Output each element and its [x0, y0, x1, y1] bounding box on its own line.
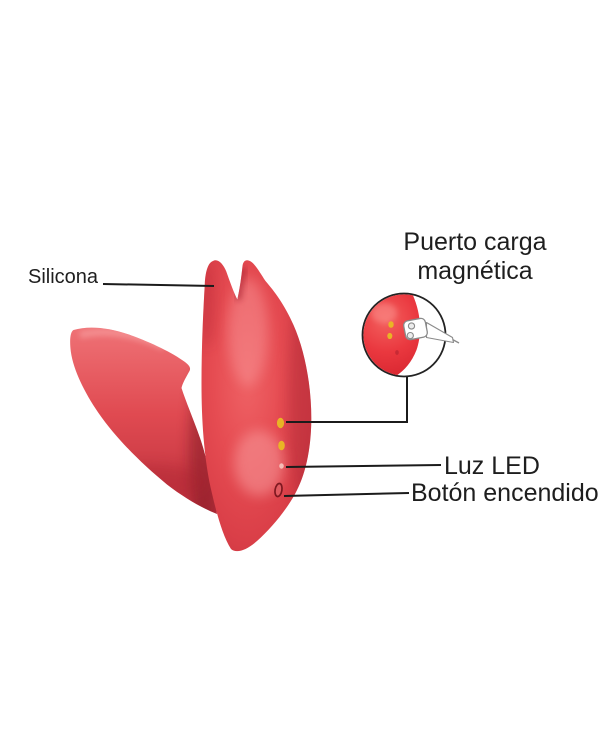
led-light-dot — [279, 463, 284, 469]
label-magnetic-charging-port-line1: Puerto carga — [403, 228, 547, 256]
charging-contacts — [276, 417, 285, 451]
label-magnetic-charging-port-line2: magnética — [417, 257, 533, 285]
silicona-leader-line — [102, 283, 215, 287]
charger-pin-bottom — [406, 331, 414, 340]
charger-plug-head — [403, 317, 428, 341]
magnetic-charger-icon — [403, 317, 460, 344]
label-magnetic-charging-port: Puerto carga magnética — [350, 228, 600, 286]
charger-pin-top — [407, 322, 416, 330]
led-leader-line — [285, 464, 442, 468]
label-silicone: Silicona — [28, 266, 99, 288]
inset-charging-contacts — [387, 321, 394, 340]
device-main-body — [201, 260, 312, 552]
charging-port-inset — [361, 292, 460, 378]
charger-cable-tip — [452, 338, 460, 344]
charging-contact-dot-top — [276, 417, 285, 429]
inset-product-surface — [363, 294, 421, 376]
power-button-leader-line — [283, 492, 410, 497]
inset-contact-dot-bottom — [387, 332, 393, 340]
charging-contact-dot-bottom — [278, 440, 285, 451]
annotation-lines — [102, 283, 442, 497]
label-led-light: Luz LED — [444, 452, 540, 480]
inset-contact-dot-top — [388, 321, 394, 328]
inset-highlight — [371, 303, 397, 323]
charging-port-leader-line — [286, 377, 408, 423]
main-body-shading — [201, 263, 312, 508]
label-power-button: Botón encendido — [411, 479, 599, 507]
device-rear-arm — [70, 327, 217, 514]
power-button — [274, 482, 283, 498]
inset-seam-mark — [395, 350, 399, 355]
